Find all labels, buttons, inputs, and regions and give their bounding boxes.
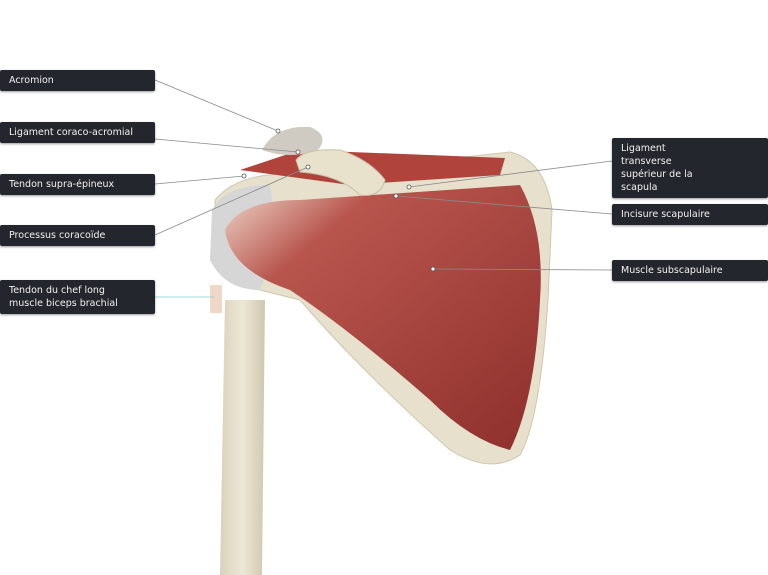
coracoid-process <box>295 149 386 196</box>
label-acromion[interactable]: Acromion <box>0 70 155 91</box>
leader-line-muscle-subscapulaire <box>432 268 613 271</box>
humerus <box>220 300 265 575</box>
subscapularis-muscle <box>225 185 541 450</box>
label-muscle-subscapulaire[interactable]: Muscle subscapulaire <box>612 260 768 281</box>
biceps-tendon <box>210 285 222 313</box>
label-ligament-coraco-acromial[interactable]: Ligament coraco-acromial <box>0 122 155 143</box>
label-incisure-scapulaire[interactable]: Incisure scapulaire <box>612 204 768 225</box>
leader-line-incisure <box>395 195 613 215</box>
label-processus-coracoide[interactable]: Processus coracoïde <box>0 225 155 246</box>
marker-dots <box>241 128 436 272</box>
label-tendon-supra-epineux[interactable]: Tendon supra-épineux <box>0 174 155 195</box>
label-ligament-transverse[interactable]: Ligament transverse supérieur de la scap… <box>612 138 768 198</box>
acromion <box>262 126 323 155</box>
label-tendon-biceps[interactable]: Tendon du chef long muscle biceps brachi… <box>0 280 155 314</box>
leader-line-tendon-supra-epineux <box>154 175 245 185</box>
leader-line-processus-coracoide <box>154 166 309 236</box>
leader-lines <box>154 79 613 298</box>
leader-line-acromion <box>154 79 279 132</box>
leader-line-ligament-coraco-acromial <box>154 138 299 153</box>
leader-line-ligament-transverse <box>408 160 613 188</box>
